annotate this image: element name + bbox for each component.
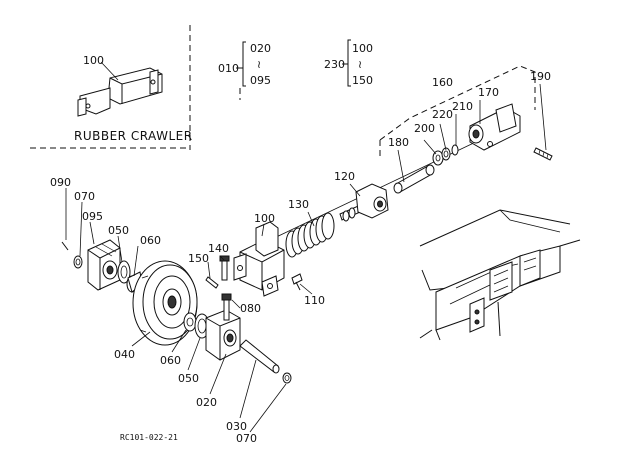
- callout-130: 130: [288, 198, 309, 211]
- range-230-ref: 230: [324, 58, 345, 71]
- part-190-grease-fitting: [533, 147, 553, 161]
- part-050-seal-left: [117, 260, 131, 284]
- range-010-to: 095: [250, 74, 271, 87]
- part-040-idler-wheel: [132, 260, 198, 346]
- callout-140: 140: [208, 242, 229, 255]
- callout-080: 080: [240, 302, 261, 315]
- part-120-tension-rod: [339, 183, 389, 222]
- part-210-circlip: [451, 144, 459, 156]
- callout-050-top: 050: [108, 224, 129, 237]
- part-090-pin: [61, 241, 69, 251]
- part-070-circlip: [73, 255, 83, 269]
- callout-190: 190: [530, 70, 551, 83]
- drawing-code: RC101-022-21: [120, 433, 178, 442]
- part-180-sleeve: [393, 164, 435, 194]
- inset-part-number: 100: [83, 54, 104, 67]
- part-220-washer: [441, 147, 451, 161]
- callout-210: 210: [452, 100, 473, 113]
- range-010-from: 020: [250, 42, 271, 55]
- part-030-shaft: [239, 339, 280, 374]
- inset-caption: RUBBER CRAWLER: [74, 129, 193, 143]
- callout-180: 180: [388, 136, 409, 149]
- callout-220: 220: [432, 108, 453, 121]
- range-010-sep: ≀: [257, 58, 261, 71]
- callout-030: 030: [226, 420, 247, 433]
- part-110-bolt: [291, 273, 303, 291]
- callout-095: 095: [82, 210, 103, 223]
- inset-leader: [100, 61, 119, 81]
- callout-070-top: 070: [74, 190, 95, 203]
- callout-170: 170: [478, 86, 499, 99]
- callout-110: 110: [304, 294, 325, 307]
- part-170-cylinder: [468, 103, 521, 151]
- callout-040: 040: [114, 348, 135, 361]
- part-070-circlip-lower: [282, 372, 292, 384]
- rubber-crawler-inset: 100 RUBBER CRAWLER: [30, 25, 193, 150]
- range-010-ref: 010: [218, 62, 239, 75]
- callout-070-bottom: 070: [236, 432, 257, 445]
- part-080-bolt: [221, 293, 232, 321]
- part-200-washer: [432, 150, 444, 166]
- range-230: 230 100 ≀ 150: [324, 39, 373, 87]
- callout-labels: 090 070 095 050 060 040 060 050 020 030 …: [50, 70, 551, 445]
- range-010: 010 020 ≀ 095: [218, 41, 271, 100]
- part-130-spring: [285, 212, 335, 258]
- leader-lines: [65, 83, 547, 433]
- part-100-yoke: [233, 221, 285, 297]
- callout-060-top: 060: [140, 234, 161, 247]
- range-230-sep: ≀: [358, 58, 362, 71]
- callout-150: 150: [188, 252, 209, 265]
- part-150-grease-nipple: [205, 276, 219, 289]
- callout-050-bottom: 050: [178, 372, 199, 385]
- part-140-bolt: [219, 255, 230, 281]
- part-095-housing: [87, 239, 121, 291]
- callout-020: 020: [196, 396, 217, 409]
- callout-200: 200: [414, 122, 435, 135]
- callout-120: 120: [334, 170, 355, 183]
- group-160-boundary: [379, 65, 536, 141]
- callout-090: 090: [50, 176, 71, 189]
- range-230-to: 150: [352, 74, 373, 87]
- track-frame-detail: [419, 209, 581, 341]
- callout-060-bottom: 060: [160, 354, 181, 367]
- callout-100: 100: [254, 212, 275, 225]
- inset-bracket-part: [77, 67, 163, 117]
- part-020-housing: [205, 309, 241, 361]
- callout-160: 160: [432, 76, 453, 89]
- part-060-collar-right: [183, 312, 197, 332]
- range-230-from: 100: [352, 42, 373, 55]
